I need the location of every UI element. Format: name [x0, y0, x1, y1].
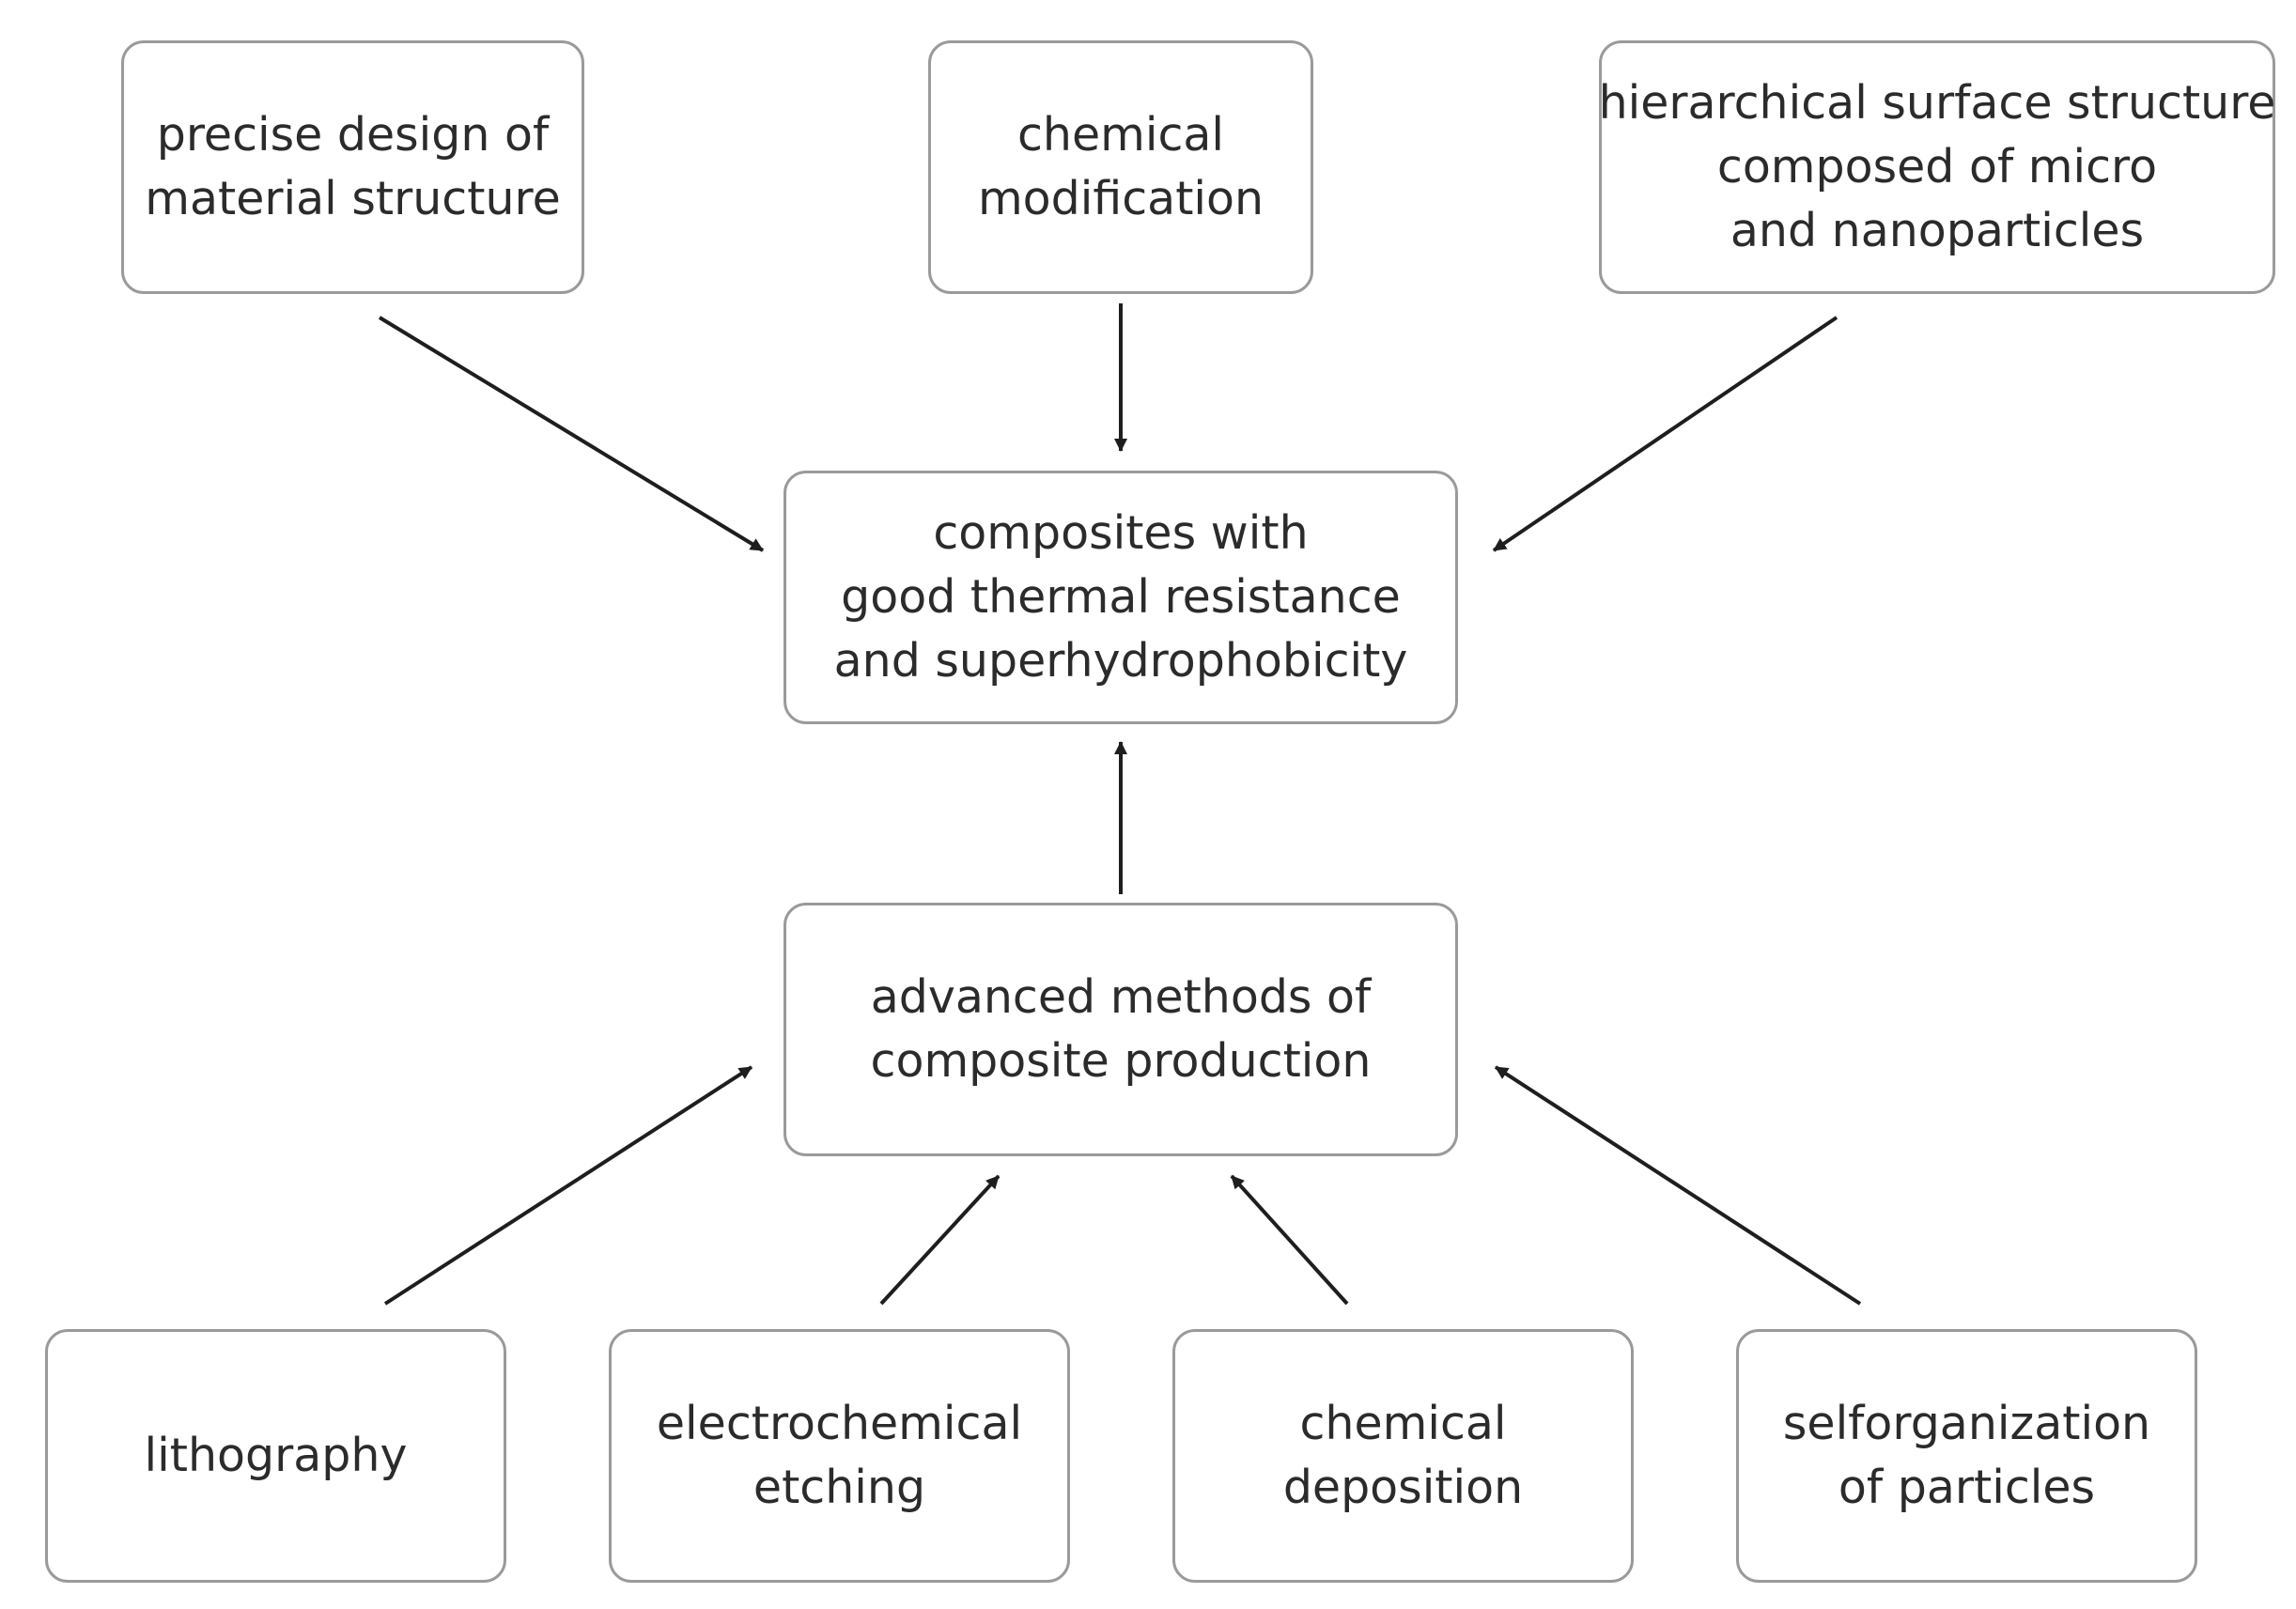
- node-text-line: advanced methods of: [870, 970, 1372, 1024]
- arrow-deposition-to-advanced: [1230, 1174, 1349, 1306]
- node-hierarchical-surface: hierarchical surface structure composed …: [1599, 40, 2275, 294]
- node-text-line: chemical: [1016, 108, 1225, 162]
- node-text-line: material structure: [145, 172, 561, 225]
- node-text-line: composite production: [870, 1034, 1372, 1088]
- node-text-line: good thermal resistance: [841, 570, 1401, 624]
- node-advanced-methods: advanced methods of composite production: [783, 903, 1458, 1156]
- node-text-line: precise design of: [156, 108, 550, 162]
- node-text-line: composites with: [933, 506, 1309, 560]
- node-precise-design: precise design of material structure: [121, 40, 584, 294]
- node-text-line: etching: [752, 1461, 926, 1514]
- node-composites: composites with good thermal resistance …: [783, 471, 1458, 724]
- node-text-line: modification: [977, 172, 1264, 225]
- node-chemical-modification: chemical modification: [928, 40, 1313, 294]
- node-chemical-deposition: chemical deposition: [1172, 1329, 1634, 1583]
- arrow-lithography-to-advanced: [383, 1065, 753, 1306]
- arrow-selforganization-to-advanced: [1494, 1065, 1862, 1306]
- node-lithography: lithography: [45, 1329, 506, 1583]
- node-text-line: and superhydrophobicity: [833, 634, 1408, 688]
- node-electrochemical-etching: electrochemical etching: [609, 1329, 1070, 1583]
- node-text-line: hierarchical surface structure: [1598, 76, 2276, 130]
- node-text-line: lithography: [144, 1429, 408, 1482]
- node-text-line: of particles: [1838, 1461, 2096, 1514]
- arrow-design-to-composites: [378, 316, 765, 552]
- node-text-line: deposition: [1282, 1461, 1524, 1514]
- node-selforganization: selforganization of particles: [1736, 1329, 2197, 1583]
- node-text-line: electrochemical: [656, 1397, 1023, 1450]
- arrow-etching-to-advanced: [879, 1174, 1001, 1306]
- arrow-hierarchical-to-composites: [1492, 316, 1838, 552]
- node-text-line: chemical: [1299, 1397, 1507, 1450]
- node-text-line: composed of micro: [1716, 140, 2158, 193]
- node-text-line: and nanoparticles: [1730, 204, 2145, 257]
- node-text-line: selforganization: [1782, 1397, 2151, 1450]
